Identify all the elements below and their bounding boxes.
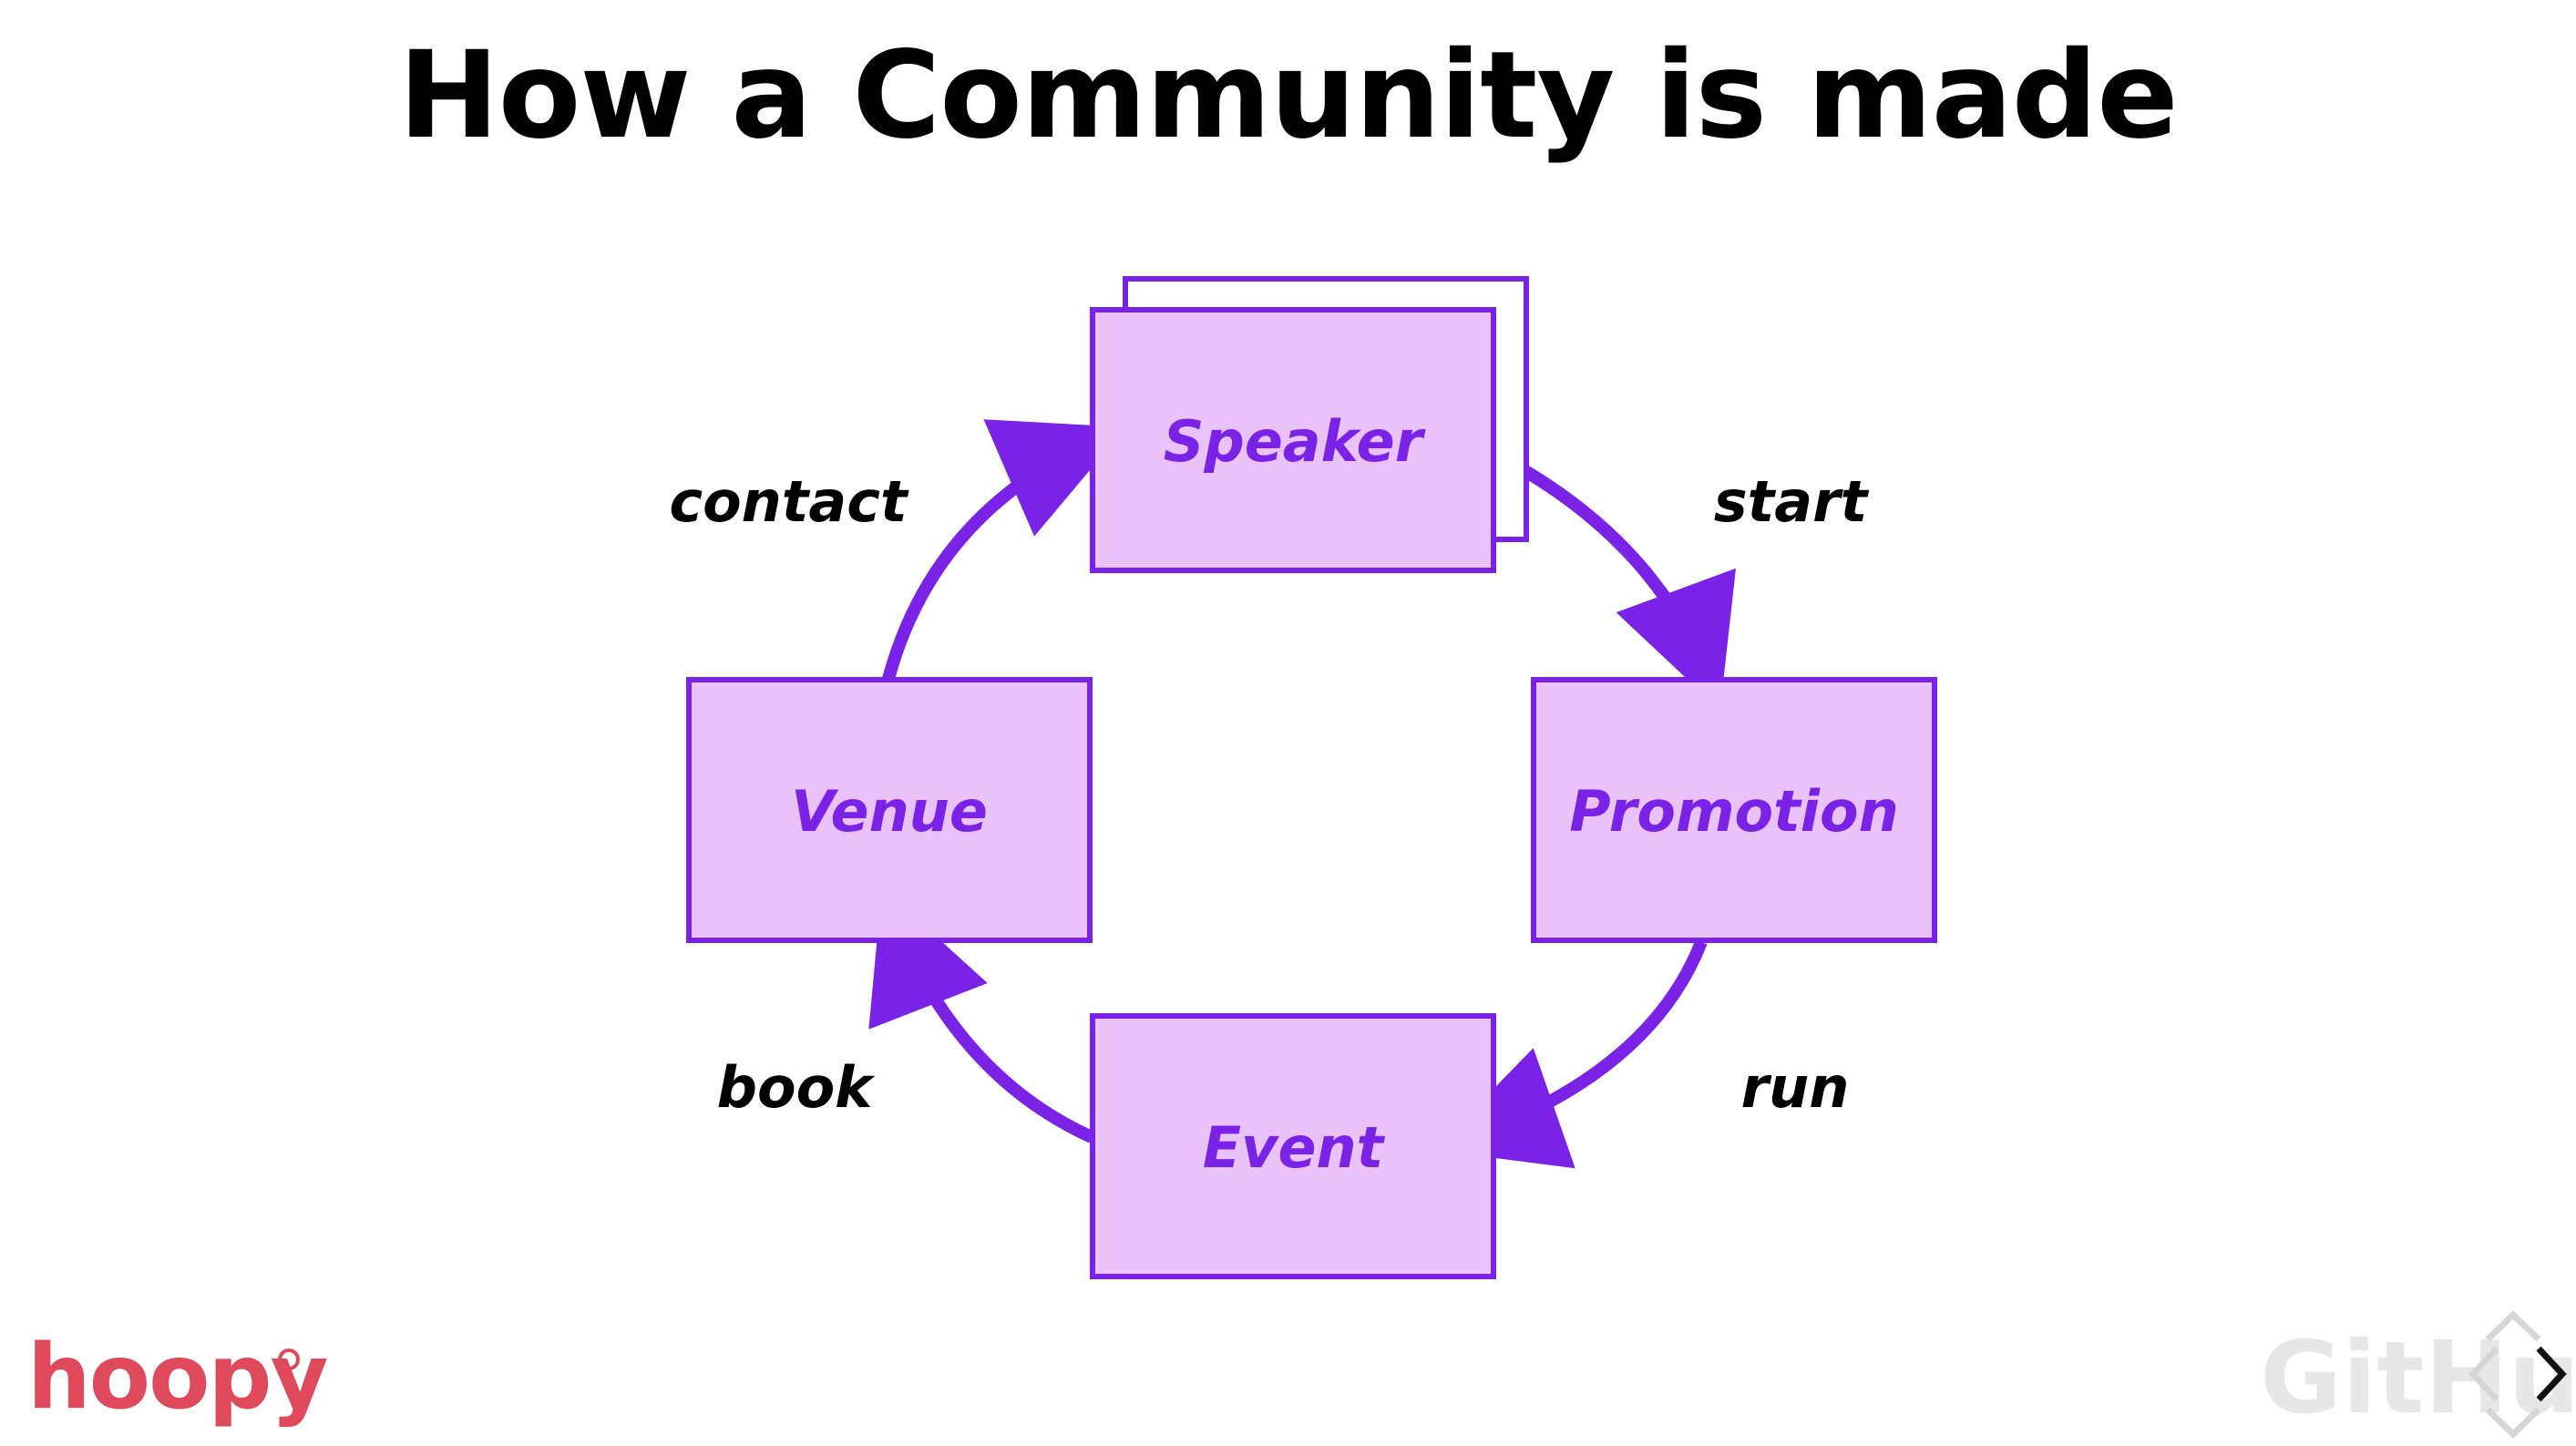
node-venue-label: Venue xyxy=(791,778,988,845)
edge-run-arrow xyxy=(1433,939,1708,1169)
node-promotion-label: Promotion xyxy=(1569,778,1899,845)
node-event-label: Event xyxy=(1203,1114,1386,1181)
node-speaker: Speaker xyxy=(1090,276,1529,573)
edge-label-run: run xyxy=(1741,1054,1850,1121)
node-speaker-label: Speaker xyxy=(1164,408,1426,475)
page-title: How a Community is made xyxy=(398,26,2178,166)
chevron-down-icon[interactable] xyxy=(2485,1407,2541,1439)
edge-label-start: start xyxy=(1714,468,1870,535)
hoopy-logo: hoopy xyxy=(27,1326,328,1430)
chevron-right-icon[interactable] xyxy=(2536,1346,2567,1402)
node-event: Event xyxy=(1090,1013,1496,1279)
edge-contact-arrow xyxy=(882,419,1126,681)
node-promotion: Promotion xyxy=(1531,677,1937,943)
chevron-left-icon[interactable] xyxy=(2468,1346,2499,1402)
edge-book-arrow xyxy=(868,887,1094,1143)
edge-start-arrow xyxy=(1489,446,1736,711)
logo-degree-mark xyxy=(278,1349,300,1370)
edge-label-contact: contact xyxy=(669,468,909,535)
edge-label-book: book xyxy=(717,1054,877,1121)
github-watermark: GitHub xyxy=(2260,1319,2576,1436)
chevron-up-icon[interactable] xyxy=(2485,1310,2541,1342)
slide-navigation xyxy=(2468,1310,2567,1439)
node-venue: Venue xyxy=(686,677,1093,943)
